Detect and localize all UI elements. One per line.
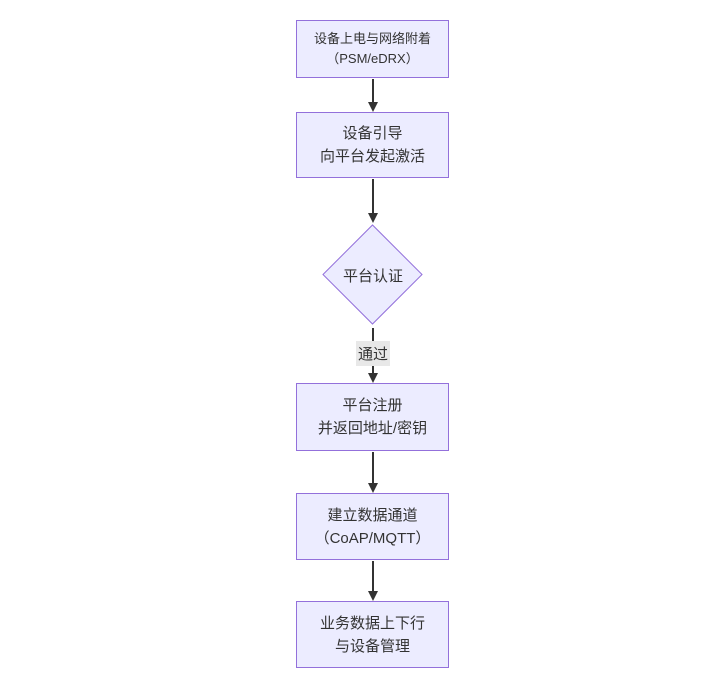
node-bootstrap: 设备引导 向平台发起激活 (296, 112, 449, 178)
arrow-channel-to-business (367, 561, 379, 601)
arrow-line (372, 179, 374, 213)
arrow-head-icon (368, 102, 378, 112)
node-bootstrap-line1: 设备引导 (342, 125, 403, 142)
arrow-head-icon (368, 373, 378, 383)
arrow-register-to-channel (367, 452, 379, 493)
arrow-head-icon (368, 213, 378, 223)
node-data-channel-line1: 建立数据通道 (327, 506, 418, 524)
node-register-line1: 平台注册 (342, 397, 403, 414)
arrow-line (372, 79, 374, 102)
node-register: 平台注册 并返回地址/密钥 (296, 383, 449, 451)
node-data-channel-line2: （CoAP/MQTT） (314, 529, 431, 547)
arrow-line (372, 561, 374, 591)
arrow-bootstrap-to-auth (367, 179, 379, 223)
node-data-channel: 建立数据通道 （CoAP/MQTT） (296, 493, 449, 560)
arrow-head-icon (368, 483, 378, 493)
edge-label-pass: 通过 (355, 341, 391, 366)
node-power-attach-line1: 设备上电与网络附着 (313, 31, 431, 46)
arrow-attach-to-bootstrap (367, 79, 379, 112)
node-business-line2: 与设备管理 (334, 637, 410, 655)
arrow-line (372, 452, 374, 483)
node-register-line2: 并返回地址/密钥 (317, 420, 428, 437)
node-power-attach-line2: （PSM/eDRX） (326, 51, 419, 66)
node-power-attach: 设备上电与网络附着 （PSM/eDRX） (296, 20, 449, 78)
decision-platform-auth: 平台认证 (322, 223, 424, 327)
node-bootstrap-line2: 向平台发起激活 (319, 148, 425, 165)
node-business: 业务数据上下行 与设备管理 (296, 601, 449, 668)
arrow-head-icon (368, 591, 378, 601)
decision-platform-auth-label: 平台认证 (342, 267, 403, 285)
node-business-line1: 业务数据上下行 (319, 614, 425, 632)
